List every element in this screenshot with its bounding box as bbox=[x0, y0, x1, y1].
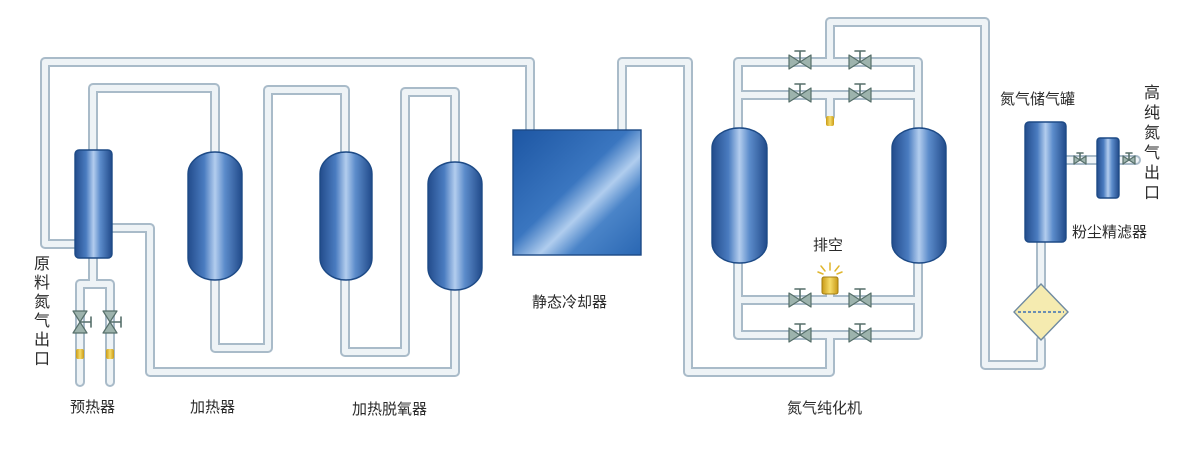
purifier-label: 氮气纯化机 bbox=[787, 399, 863, 417]
vent-exhaust-icon bbox=[817, 262, 843, 295]
deoxidizer-vessel-1 bbox=[319, 151, 373, 281]
nitrogen-storage-tank bbox=[1024, 121, 1067, 243]
feed-indicator-left-icon bbox=[76, 349, 84, 359]
dust-filter-label: 粉尘精滤器 bbox=[1072, 223, 1148, 241]
preheater-vessel bbox=[74, 149, 113, 259]
static-cooler-box bbox=[512, 129, 642, 256]
heater-label: 加热器 bbox=[190, 398, 236, 416]
high-purity-nitrogen-outlet-label: 高纯氮气出口 bbox=[1141, 84, 1160, 204]
deoxidizer-vessel-2 bbox=[427, 161, 483, 291]
static-cooler-label: 静态冷却器 bbox=[532, 293, 608, 311]
preheater-label: 预热器 bbox=[70, 398, 116, 416]
dust-filter-cartridge bbox=[1096, 137, 1120, 199]
purifier-column-left bbox=[711, 127, 768, 264]
vent-label: 排空 bbox=[813, 236, 844, 254]
feed-nitrogen-outlet-label: 原料氮气出口 bbox=[31, 255, 50, 369]
heater-vessel bbox=[187, 151, 243, 281]
purifier-column-right bbox=[891, 127, 947, 264]
top-vent-icon bbox=[826, 116, 834, 126]
deoxidizer-label: 加热脱氧器 bbox=[352, 400, 428, 418]
storage-tank-label: 氮气储气罐 bbox=[1000, 90, 1076, 108]
feed-indicator-right-icon bbox=[106, 349, 114, 359]
inline-filter-icon bbox=[1013, 282, 1069, 342]
